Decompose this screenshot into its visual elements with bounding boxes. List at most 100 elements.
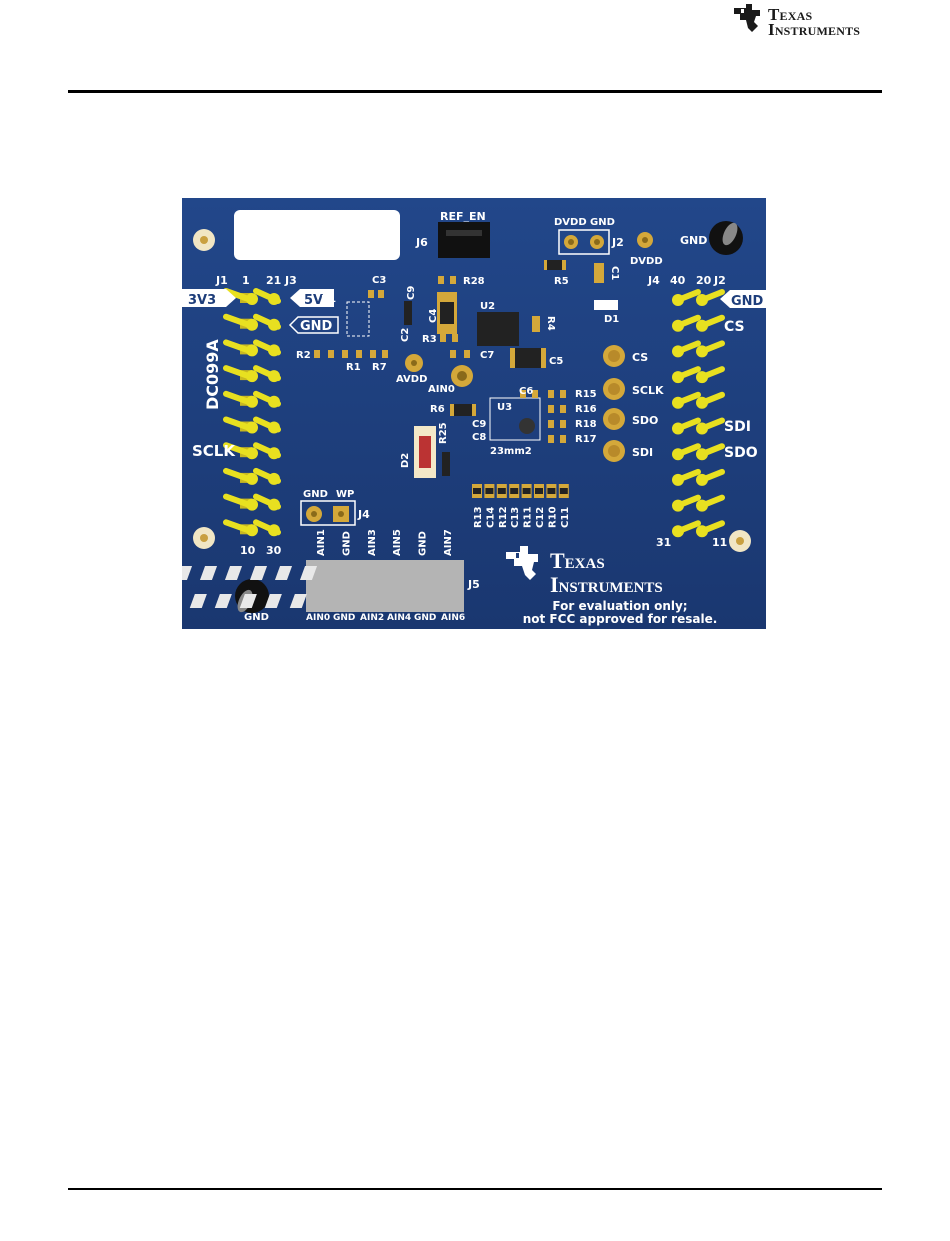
j5-top-label: AIN5 [392,529,403,556]
pin-31: 31 [656,536,671,549]
board-id: DC099A [203,339,222,410]
tp-sclk: SCLK [632,384,664,397]
label-r8: R7 [372,362,387,373]
label-r28: R28 [463,276,485,287]
label-3v3-text: 3V3 [188,293,216,308]
label-cs-right: CS [724,319,745,335]
label-r2: R1 [346,362,361,373]
label-sdo-right: SDO [724,445,758,461]
ic-u1 [346,301,370,337]
label-j1: J1 [215,274,228,287]
tp-sdi: SDI [632,446,653,459]
label-r13: R13 [473,506,484,528]
passive-components [314,260,618,478]
label-gnd-left-text: GND [300,319,333,334]
label-j2-dvdd: DVDD [554,217,587,228]
label-j4-gnd: GND [303,489,328,500]
pin-21: 21 [266,274,281,287]
bottom-rule [68,1188,882,1190]
label-r11: R11 [523,506,534,528]
label-c14: C14 [485,507,496,528]
label-j4-conn: J4 [357,508,370,521]
board-logo-line2: Instruments [550,572,663,597]
pin-30: 30 [266,544,282,557]
label-j6: J6 [415,236,428,249]
label-j2-right: J2 [713,274,726,287]
label-gnd-post-bottom: GND [244,612,269,623]
board-logo-line1: Texas [550,548,605,573]
label-5v: 5V [290,289,334,308]
label-u1: U1 [321,294,336,305]
label-j2: J2 [611,236,624,249]
label-c9-vis: C9 [472,419,486,430]
pin-11: 11 [712,536,727,549]
j5-top-label: GND [341,531,352,556]
label-c3: C3 [372,275,386,286]
label-c5: C5 [549,356,563,367]
ic-u2 [477,312,519,346]
label-u3: U3 [497,402,512,413]
tp-cs: CS [632,351,648,364]
label-5v-text: 5V [304,293,323,308]
label-r25: R25 [438,422,449,444]
j5-top-label: GND [418,531,429,556]
j5-bottom-label: AIN4 [387,613,411,623]
label-3v3: 3V3 [182,289,236,308]
test-points [603,345,625,462]
label-c2: C2 [400,328,411,342]
header-j4-j2-pins [672,289,725,538]
label-r6: R5 [554,276,569,287]
label-gnd-post: GND [680,234,707,247]
label-r7: R6 [430,404,445,415]
label-r1: C9 [406,286,417,300]
label-j3: J3 [284,274,297,287]
label-r18: R18 [575,419,597,430]
label-r5: R4 [545,316,556,331]
label-c7: C7 [480,350,494,361]
label-c6: C6 [519,386,533,397]
label-sticker [234,210,400,260]
label-j5: J5 [467,578,480,591]
j5-bottom-label: AIN6 [441,613,465,623]
label-r15: R15 [575,389,597,400]
j5-bottom-label: GND [333,613,355,623]
label-r3: R2 [296,350,311,361]
label-sclk-left: SCLK [192,442,236,460]
j5-bottom-label: AIN2 [360,613,384,623]
disclaimer-line1: For evaluation only; [552,599,687,613]
pin-20: 20 [696,274,712,287]
disclaimer-line2: not FCC approved for resale. [523,612,718,626]
label-gnd-left: GND [288,316,339,334]
label-c8: C8 [472,432,486,443]
ic-u3 [489,397,541,441]
jumper-j6 [438,222,490,258]
label-r17: R17 [575,434,597,445]
label-j4-wp: WP [336,489,354,500]
label-r12: R12 [498,506,509,528]
j5-top-label: AIN3 [367,529,378,556]
label-sdi-right: SDI [724,419,751,435]
label-ain0: AIN0 [428,384,455,395]
j5-top-label: AIN7 [443,529,454,556]
tp-sdo: SDO [632,414,658,427]
j5-bottom-label: GND [414,613,436,623]
j5-top-label: AIN1 [316,529,327,556]
label-c4: C4 [428,309,439,323]
label-23mm2: 23mm2 [490,446,532,457]
header-j5 [306,560,464,612]
label-ref-en: REF_EN [440,210,486,223]
label-c1: C1 [609,266,620,280]
label-r16: R16 [575,404,597,415]
label-d2: D2 [400,453,411,468]
component-labels: C3 C9 C2 C4 R28 R3 C7 C5 R4 R5 C1 D1 R2 … [296,266,620,468]
j5-bottom-label: AIN0 [306,613,330,623]
label-gnd-right: GND [720,290,766,309]
board-ti-logo-icon [506,546,538,580]
ti-header-logo [730,0,890,40]
label-c11: C11 [560,507,571,528]
mounting-holes [193,229,751,552]
pin-40: 40 [670,274,686,287]
label-d1: D1 [604,314,619,325]
label-dvdd: DVDD [630,256,663,267]
